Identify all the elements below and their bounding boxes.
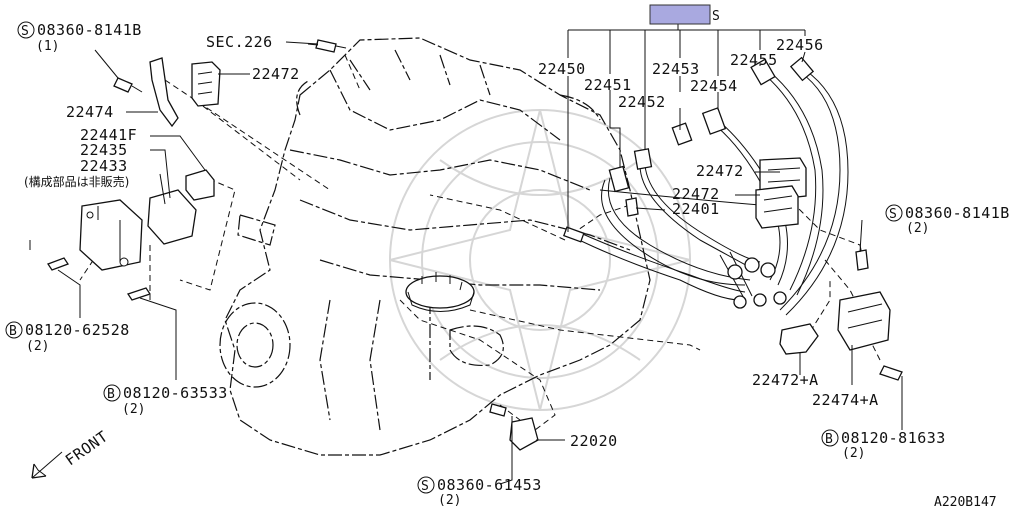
label-22456: 22456 (776, 36, 824, 54)
label-bolt-61453: S 08360-61453 (2) (417, 476, 542, 508)
bolt-code: 08360-8141B (37, 21, 142, 39)
bolt-symbol: S (421, 479, 429, 494)
label-22472-top: 22472 (252, 65, 300, 83)
label-22474: 22474 (66, 103, 114, 121)
solid-leaders (29, 14, 903, 485)
label-22472-low: 22472 (672, 185, 720, 203)
bolt-symbol: B (825, 432, 833, 447)
bolt-code: 08120-63533 (123, 384, 228, 402)
bolt-symbol: S (889, 207, 897, 222)
label-22455: 22455 (730, 51, 778, 69)
watermark-emblem (389, 109, 691, 411)
bolt-qty: (2) (438, 493, 461, 508)
label-22441f: 22441F (80, 126, 137, 144)
label-22472a: 22472+A (752, 371, 819, 389)
label-22435: 22435 (80, 141, 128, 159)
bolt-code: 08120-62528 (25, 321, 130, 339)
bolt-qty: (2) (906, 221, 929, 236)
bolt-code: 08120-81633 (841, 429, 946, 447)
label-bolt-63533: B 08120-63533 (2) (103, 384, 228, 417)
label-22451: 22451 (584, 76, 632, 94)
distributor (405, 272, 475, 312)
label-22452: 22452 (618, 93, 666, 111)
small-parts (47, 39, 903, 451)
label-bolt-81633: B 08120-81633 (2) (821, 429, 946, 461)
bolt-code: 08360-8141B (905, 204, 1010, 222)
engine-outline (219, 37, 651, 456)
bolt-symbol: B (107, 387, 115, 402)
highlight-suffix: S (712, 9, 720, 24)
bolt-qty: (2) (122, 402, 145, 417)
bolt-symbol: B (9, 324, 17, 339)
label-not-sold-note: (構成部品は非販売) (24, 174, 129, 189)
label-22453: 22453 (652, 60, 700, 78)
bolt-qty: (2) (26, 339, 49, 354)
front-label: FRONT (62, 427, 111, 469)
diagram-reference-code: A220B147 (934, 495, 997, 510)
front-indicator: FRONT (31, 427, 111, 479)
label-22472-mid: 22472 (696, 162, 744, 180)
label-sec-226: SEC.226 (206, 33, 273, 51)
bolt-qty: (1) (36, 39, 59, 54)
label-22474a: 22474+A (812, 391, 879, 409)
label-22020: 22020 (570, 432, 618, 450)
label-bolt-top-left: S 08360-8141B (1) (17, 21, 142, 54)
bolt-code: 08360-61453 (437, 476, 542, 494)
label-22454: 22454 (690, 77, 738, 95)
bolt-qty: (2) (842, 446, 865, 461)
label-bolt-right: S 08360-8141B (2) (885, 204, 1010, 236)
highlight-box (649, 4, 711, 25)
label-22401: 22401 (672, 200, 720, 218)
label-22450: 22450 (538, 60, 586, 78)
wire-boots (562, 56, 815, 309)
label-bolt-62528: B 08120-62528 (2) (5, 321, 130, 354)
highlight-legend: S (649, 4, 720, 25)
ignition-wires (574, 69, 849, 316)
bolt-symbol: S (21, 24, 29, 39)
label-22433: 22433 (80, 157, 128, 175)
